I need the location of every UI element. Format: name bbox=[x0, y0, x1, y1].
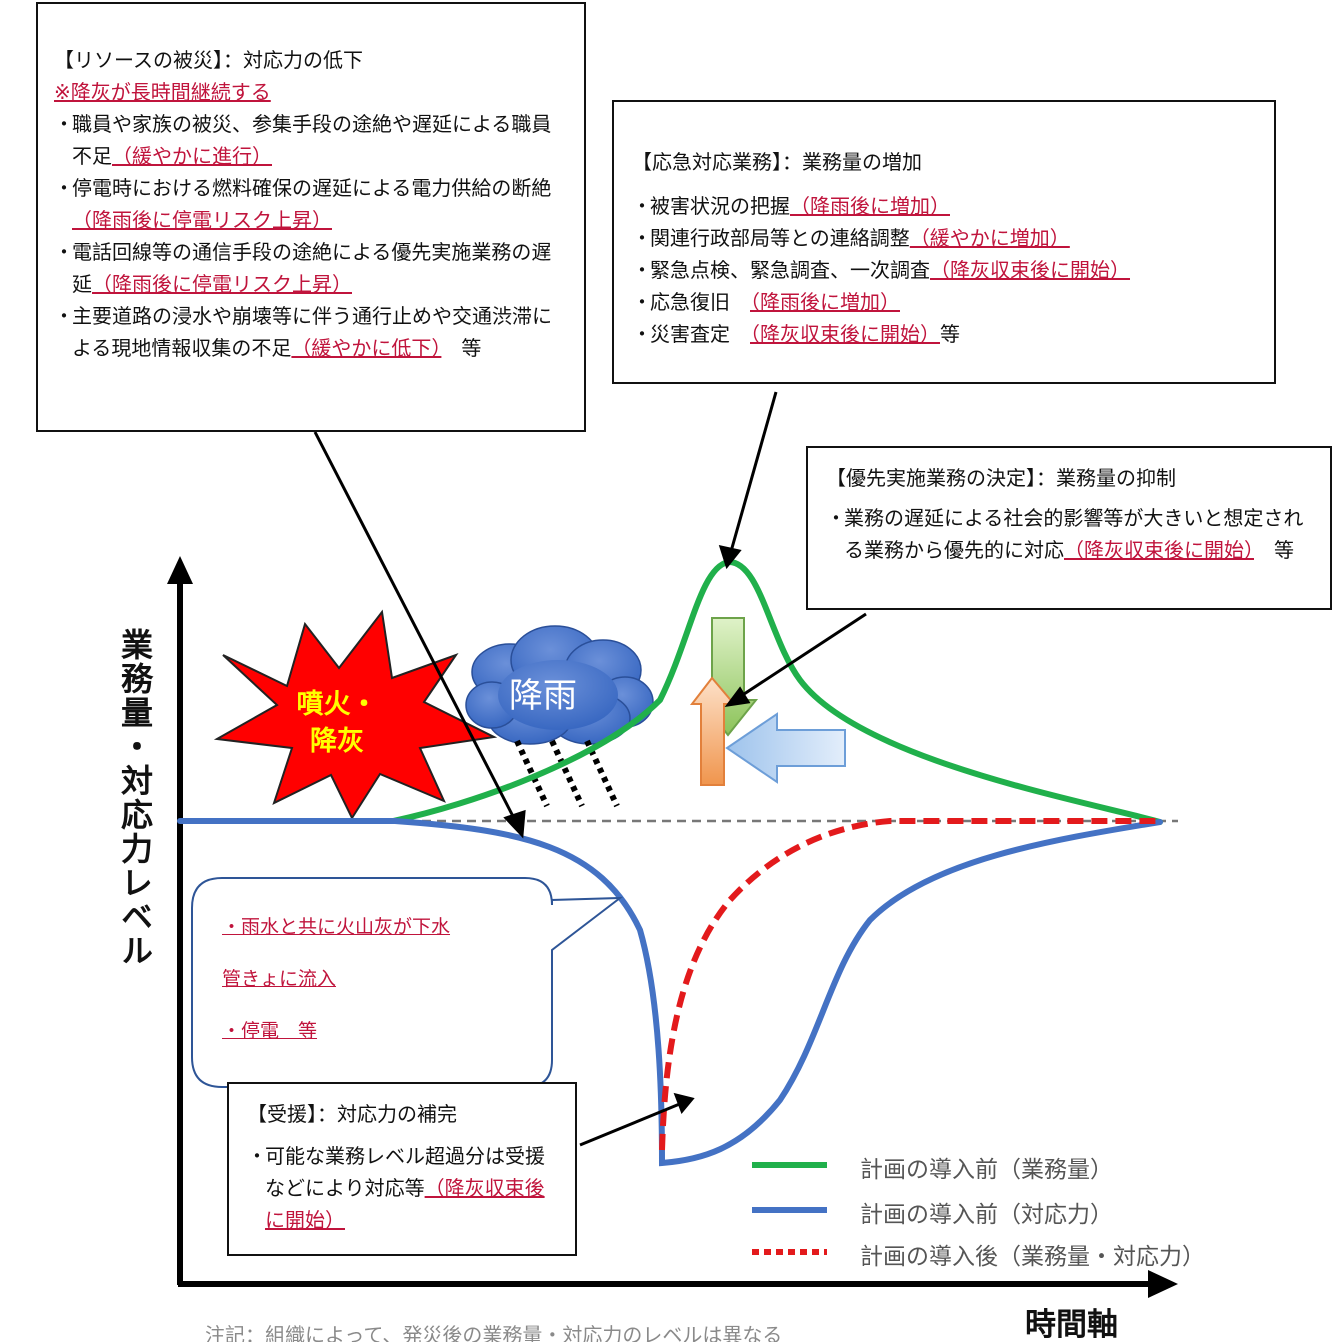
priority-item-tail: 等 bbox=[1254, 538, 1294, 562]
bullet-marker: ・ bbox=[247, 1144, 267, 1168]
callout-line-3: ・停電 等 bbox=[222, 1020, 318, 1042]
bullet-marker: ・ bbox=[54, 304, 74, 328]
bullet-marker: ・ bbox=[54, 240, 74, 264]
emergency-box: 【応急対応業務】：業務量の増加 ・被害状況の把握（降雨後に増加）・関連行政部局等… bbox=[612, 100, 1276, 384]
footnote: 注記：組織によって、発災後の業務量・対応力のレベルは異なる bbox=[205, 1323, 782, 1342]
eruption-label-line1: 噴火・ bbox=[297, 689, 378, 720]
resources-box-title: 【リソースの被災】：対応力の低下 bbox=[54, 48, 363, 72]
x-axis-title: 時間軸 bbox=[1025, 1307, 1118, 1342]
priority-box-title: 【優先実施業務の決定】：業務量の抑制 bbox=[826, 466, 1176, 490]
emergency-item-text: 関連行政部局等との連絡調整 bbox=[650, 226, 910, 250]
rain-cloud bbox=[465, 625, 654, 745]
emergency-item-text: 災害査定 bbox=[650, 322, 750, 346]
emergency-item-text: 被害状況の把握 bbox=[650, 194, 790, 218]
pointer-lines bbox=[313, 391, 867, 1147]
bullet-marker: ・ bbox=[632, 194, 652, 218]
emergency-item-timing: （降灰収束後に開始） bbox=[750, 322, 940, 346]
support-box: 【受援】：対応力の補完 ・可能な業務レベル超過分は受援などにより対応等（降灰収束… bbox=[227, 1082, 577, 1256]
resources-item-tail: 等 bbox=[441, 336, 482, 360]
callout-line-2: 管きょに流入 bbox=[222, 968, 337, 990]
priority-item: ・業務の遅延による社会的影響等が大きいと想定される業務から優先的に対応（降灰収束… bbox=[826, 502, 1314, 566]
emergency-item-timing: （降雨後に増加） bbox=[750, 290, 900, 314]
resources-item-list: ・職員や家族の被災、参集手段の途絶や遅延による職員不足（緩やかに進行）・停電時に… bbox=[54, 108, 566, 364]
rain-label: 降雨 bbox=[509, 676, 577, 716]
capacity-shift-arrow bbox=[725, 712, 846, 784]
resources-box-note: ※降灰が長時間継続する bbox=[54, 80, 271, 104]
legend-label-capacity: 計画の導入前（対応力） bbox=[860, 1202, 1113, 1228]
support-arrow bbox=[689, 676, 737, 786]
resources-item-text: 主要道路の浸水や崩壊等に伴う通行止めや交通渋滞による現地情報収集の不足 bbox=[72, 304, 552, 360]
resources-item: ・電話回線等の通信手段の途絶による優先実施業務の遅延（降雨後に停電リスク上昇） bbox=[54, 236, 566, 300]
priority-item-timing: （降灰収束後に開始） bbox=[1064, 538, 1254, 562]
resources-item-timing: （緩やかに進行） bbox=[112, 144, 272, 168]
resources-item-text: 電話回線等の通信手段の途絶による優先実施業務の遅延 bbox=[72, 240, 552, 296]
emergency-item-timing: （降灰収束後に開始） bbox=[930, 258, 1130, 282]
support-item-text: 可能な業務レベル超過分は受援などにより対応等 bbox=[265, 1144, 545, 1200]
legend-label-workload: 計画の導入前（業務量） bbox=[860, 1157, 1113, 1183]
priority-item-text: 業務の遅延による社会的影響等が大きいと想定される業務から優先的に対応 bbox=[844, 506, 1304, 562]
resources-item: ・主要道路の浸水や崩壊等に伴う通行止めや交通渋滞による現地情報収集の不足（緩やか… bbox=[54, 300, 566, 364]
x-axis-arrowhead bbox=[1148, 1270, 1178, 1298]
emergency-item-timing: （降雨後に増加） bbox=[790, 194, 950, 218]
capacity-before-curve bbox=[177, 818, 1163, 1167]
eruption-label-line2: 降灰 bbox=[310, 726, 364, 757]
y-axis-arrowhead bbox=[167, 556, 193, 584]
resources-box: 【リソースの被災】：対応力の低下 ※降灰が長時間継続する ・職員や家族の被災、参… bbox=[36, 2, 586, 432]
bullet-marker: ・ bbox=[632, 258, 652, 282]
after-plan-curve bbox=[659, 818, 1160, 1151]
resources-item-text: 停電時における燃料確保の遅延による電力供給の断絶 bbox=[72, 176, 552, 200]
emergency-item-text: 緊急点検、緊急調査、一次調査 bbox=[650, 258, 930, 282]
support-box-title: 【受援】：対応力の補完 bbox=[247, 1102, 457, 1126]
resources-item: ・職員や家族の被災、参集手段の途絶や遅延による職員不足（緩やかに進行） bbox=[54, 108, 566, 172]
resources-item-timing: （降雨後に停電リスク上昇） bbox=[72, 208, 332, 232]
bullet-marker: ・ bbox=[632, 322, 652, 346]
emergency-item: ・被害状況の把握（降雨後に増加） bbox=[632, 190, 1256, 222]
bullet-marker: ・ bbox=[632, 290, 652, 314]
bullet-marker: ・ bbox=[632, 226, 652, 250]
legend-label-after-plan: 計画の導入後（業務量・対応力） bbox=[860, 1244, 1205, 1270]
bullet-marker: ・ bbox=[54, 112, 74, 136]
support-item: ・可能な業務レベル超過分は受援などにより対応等（降灰収束後に開始） bbox=[247, 1140, 561, 1236]
bullet-marker: ・ bbox=[54, 176, 74, 200]
emergency-item: ・災害査定 （降灰収束後に開始）等 bbox=[632, 318, 1256, 350]
bullet-marker: ・ bbox=[826, 506, 846, 530]
priority-item-list: ・業務の遅延による社会的影響等が大きいと想定される業務から優先的に対応（降灰収束… bbox=[826, 502, 1314, 566]
emergency-item: ・応急復旧 （降雨後に増加） bbox=[632, 286, 1256, 318]
emergency-item: ・関連行政部局等との連絡調整（緩やかに増加） bbox=[632, 222, 1256, 254]
callout-line-1: ・雨水と共に火山灰が下水 bbox=[222, 916, 451, 938]
resources-item-timing: （緩やかに低下） bbox=[291, 336, 442, 360]
support-item-list: ・可能な業務レベル超過分は受援などにより対応等（降灰収束後に開始） bbox=[247, 1140, 561, 1236]
support-item-timing: （降灰収束後に開始） bbox=[265, 1176, 545, 1232]
eruption-burst bbox=[213, 609, 498, 821]
emergency-item-list: ・被害状況の把握（降雨後に増加）・関連行政部局等との連絡調整（緩やかに増加）・緊… bbox=[632, 190, 1256, 350]
emergency-box-title: 【応急対応業務】：業務量の増加 bbox=[632, 150, 922, 174]
rain-streaks bbox=[514, 739, 620, 808]
priority-box: 【優先実施業務の決定】：業務量の抑制 ・業務の遅延による社会的影響等が大きいと想… bbox=[806, 446, 1332, 610]
resources-item-timing: （降雨後に停電リスク上昇） bbox=[92, 272, 352, 296]
emergency-item-text: 応急復旧 bbox=[650, 290, 750, 314]
emergency-item: ・緊急点検、緊急調査、一次調査（降灰収束後に開始） bbox=[632, 254, 1256, 286]
y-axis-title: 業務量・対応力レベル bbox=[116, 628, 154, 968]
emergency-item-tail: 等 bbox=[940, 322, 960, 346]
resources-item-text: 職員や家族の被災、参集手段の途絶や遅延による職員不足 bbox=[72, 112, 552, 168]
emergency-item-timing: （緩やかに増加） bbox=[909, 226, 1070, 250]
resources-item: ・停電時における燃料確保の遅延による電力供給の断絶 （降雨後に停電リスク上昇） bbox=[54, 172, 566, 236]
